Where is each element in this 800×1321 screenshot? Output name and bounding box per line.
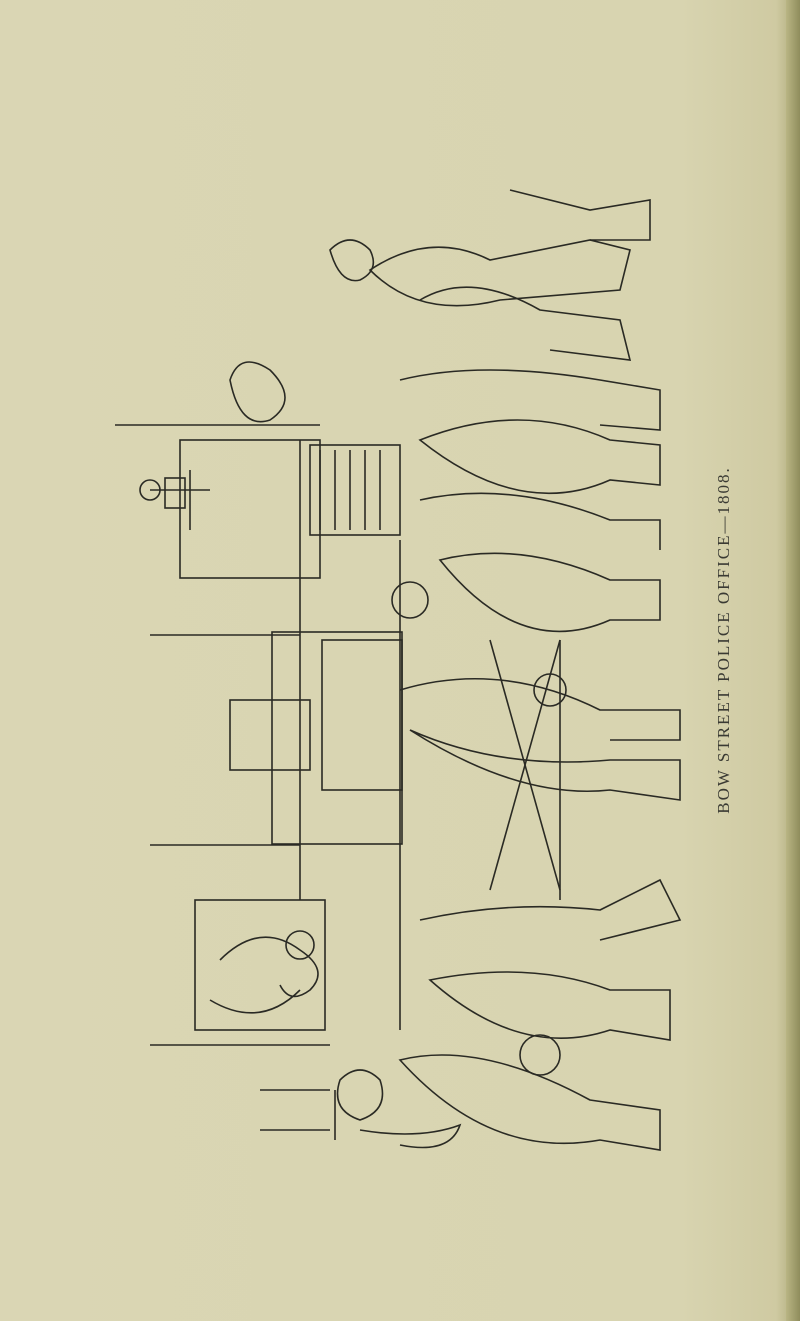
plate-caption: BOW STREET POLICE OFFICE—1808. <box>714 466 733 814</box>
page-edge <box>786 0 800 1321</box>
figure-group-top <box>229 189 661 431</box>
figures <box>229 189 682 1151</box>
ornamental-railing <box>209 444 401 1014</box>
figure-group-bottom <box>336 878 682 1151</box>
chandelier <box>139 470 210 530</box>
figure-group-middle <box>391 419 681 801</box>
room-architecture <box>115 424 561 1140</box>
